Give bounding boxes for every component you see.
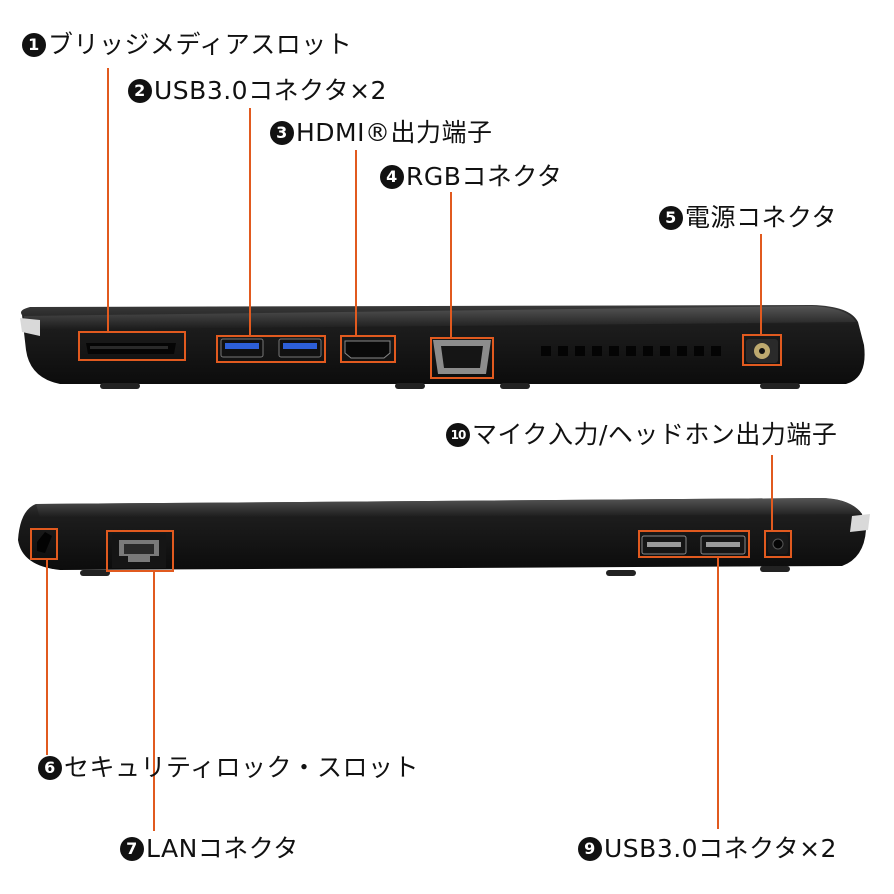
callout-number: 3 <box>270 121 294 145</box>
laptop-right-side <box>18 498 870 576</box>
vga-port-icon <box>433 340 491 374</box>
highlight-audio-jack <box>764 530 792 558</box>
highlight-bridge-media-slot <box>78 331 186 361</box>
callout-number: 4 <box>380 165 404 189</box>
callout-text: ブリッジメディアスロット <box>48 30 353 59</box>
callout-security-lock: 6 セキュリティロック・スロット <box>38 753 419 783</box>
vent-grille <box>541 346 721 356</box>
leader-line-9 <box>717 557 719 829</box>
highlight-vga-port <box>430 337 494 379</box>
highlight-usb-ports-left <box>216 335 326 363</box>
security-lock-slot-icon <box>37 532 52 553</box>
hdmi-port-icon <box>344 340 391 359</box>
leader-line-7 <box>153 571 155 831</box>
callout-usb-left: 2 USB3.0コネクタ×2 <box>128 76 387 106</box>
leader-line-10 <box>771 455 773 531</box>
callout-usb-right: 9 USB3.0コネクタ×2 <box>578 834 837 864</box>
callout-bridge-media-slot: 1 ブリッジメディアスロット <box>22 30 352 60</box>
callout-text: 電源コネクタ <box>685 203 838 232</box>
usb-port-icon <box>641 535 687 555</box>
callout-rgb: 4 RGBコネクタ <box>380 162 562 192</box>
callout-number: 6 <box>38 756 62 780</box>
leader-line-6 <box>46 559 48 755</box>
highlight-hdmi-port <box>340 335 396 363</box>
callout-audio: 10 マイク入力/ヘッドホン出力端子 <box>446 420 837 450</box>
callout-text: USB3.0コネクタ×2 <box>604 834 837 863</box>
callout-text: マイク入力/ヘッドホン出力端子 <box>472 420 838 449</box>
callout-text: セキュリティロック・スロット <box>64 753 420 782</box>
leader-line-1 <box>107 68 109 332</box>
leader-line-4 <box>450 192 452 338</box>
bridge-media-slot-icon <box>86 343 176 354</box>
callout-number: 9 <box>578 837 602 861</box>
ethernet-port-icon <box>112 534 166 568</box>
callout-hdmi: 3 HDMI®出力端子 <box>270 118 493 148</box>
highlight-usb-ports-right <box>638 530 750 558</box>
audio-jack-icon <box>768 534 788 554</box>
highlight-dc-jack <box>742 334 782 366</box>
leader-line-3 <box>355 150 357 336</box>
usb-port-icon <box>700 535 746 555</box>
callout-text: USB3.0コネクタ×2 <box>154 76 387 105</box>
callout-number: 10 <box>446 423 470 447</box>
callout-text: LANコネクタ <box>146 834 299 863</box>
usb-port-icon <box>278 338 322 358</box>
callout-lan: 7 LANコネクタ <box>120 834 299 864</box>
usb-port-icon <box>220 338 264 358</box>
laptop-left-side <box>20 305 865 389</box>
leader-line-5 <box>760 234 762 335</box>
callout-number: 1 <box>22 33 46 57</box>
highlight-security-lock <box>30 528 58 560</box>
dc-power-jack-icon <box>746 339 778 363</box>
callout-text: RGBコネクタ <box>406 162 563 191</box>
callout-number: 2 <box>128 79 152 103</box>
leader-line-2 <box>249 108 251 336</box>
callout-text: HDMI®出力端子 <box>296 118 493 147</box>
callout-power: 5 電源コネクタ <box>659 203 837 233</box>
highlight-lan-port <box>106 530 174 572</box>
callout-number: 7 <box>120 837 144 861</box>
callout-number: 5 <box>659 206 683 230</box>
